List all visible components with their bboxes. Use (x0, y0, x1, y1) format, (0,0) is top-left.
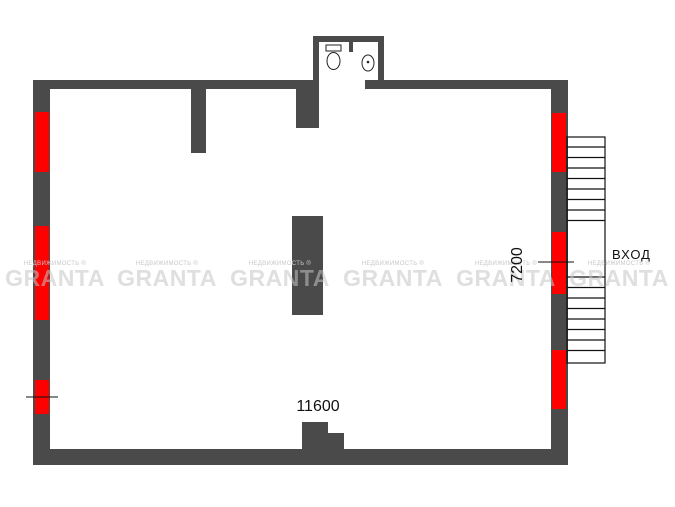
bathroom-wall-left (313, 36, 319, 89)
watermark-tagline: НЕДВИЖИМОСТЬ ® (24, 260, 87, 267)
wall-top-right (365, 80, 568, 89)
interior-pillar-center (292, 216, 323, 315)
watermark-tagline: НЕДВИЖИМОСТЬ ® (588, 260, 651, 267)
entrance-stairs (566, 136, 606, 364)
watermark-tagline: НЕДВИЖИМОСТЬ ® (362, 260, 425, 267)
wall-bottom (33, 449, 568, 465)
watermark-tagline: НЕДВИЖИМОСТЬ ® (136, 260, 199, 267)
watermark-brand: GRANTA (456, 265, 556, 291)
window-right-1 (552, 113, 566, 172)
window-right-2 (552, 232, 566, 294)
entrance-label: ВХОД (612, 247, 651, 262)
bathroom-partition (349, 42, 353, 52)
watermark-brand: GRANTA (5, 265, 105, 291)
height-dimension-label: 7200 (509, 247, 526, 283)
watermark-brand: GRANTA (569, 265, 669, 291)
bathroom (313, 36, 384, 89)
width-dimension-label: 11600 (296, 398, 339, 415)
bathroom-wall-right (378, 36, 384, 83)
window-right-3 (552, 350, 566, 409)
interior-column-top (296, 89, 319, 128)
window-left-2 (35, 226, 49, 320)
interior-partition (191, 89, 206, 153)
wall-top-left (33, 80, 313, 89)
watermark-brand: GRANTA (230, 265, 330, 291)
windows (35, 112, 566, 414)
bathroom-wall-top (313, 36, 383, 42)
watermark-tagline: НЕДВИЖИМОСТЬ ® (475, 260, 538, 267)
stair-steps (567, 146, 605, 352)
watermark-brand: GRANTA (343, 265, 443, 291)
sink-icon (361, 54, 375, 72)
window-left-1 (35, 112, 49, 172)
watermark-brand: GRANTA (117, 265, 217, 291)
toilet-icon (325, 44, 342, 70)
bottom-wall-notch (302, 422, 344, 449)
watermark-tagline: НЕДВИЖИМОСТЬ ® (249, 260, 312, 267)
